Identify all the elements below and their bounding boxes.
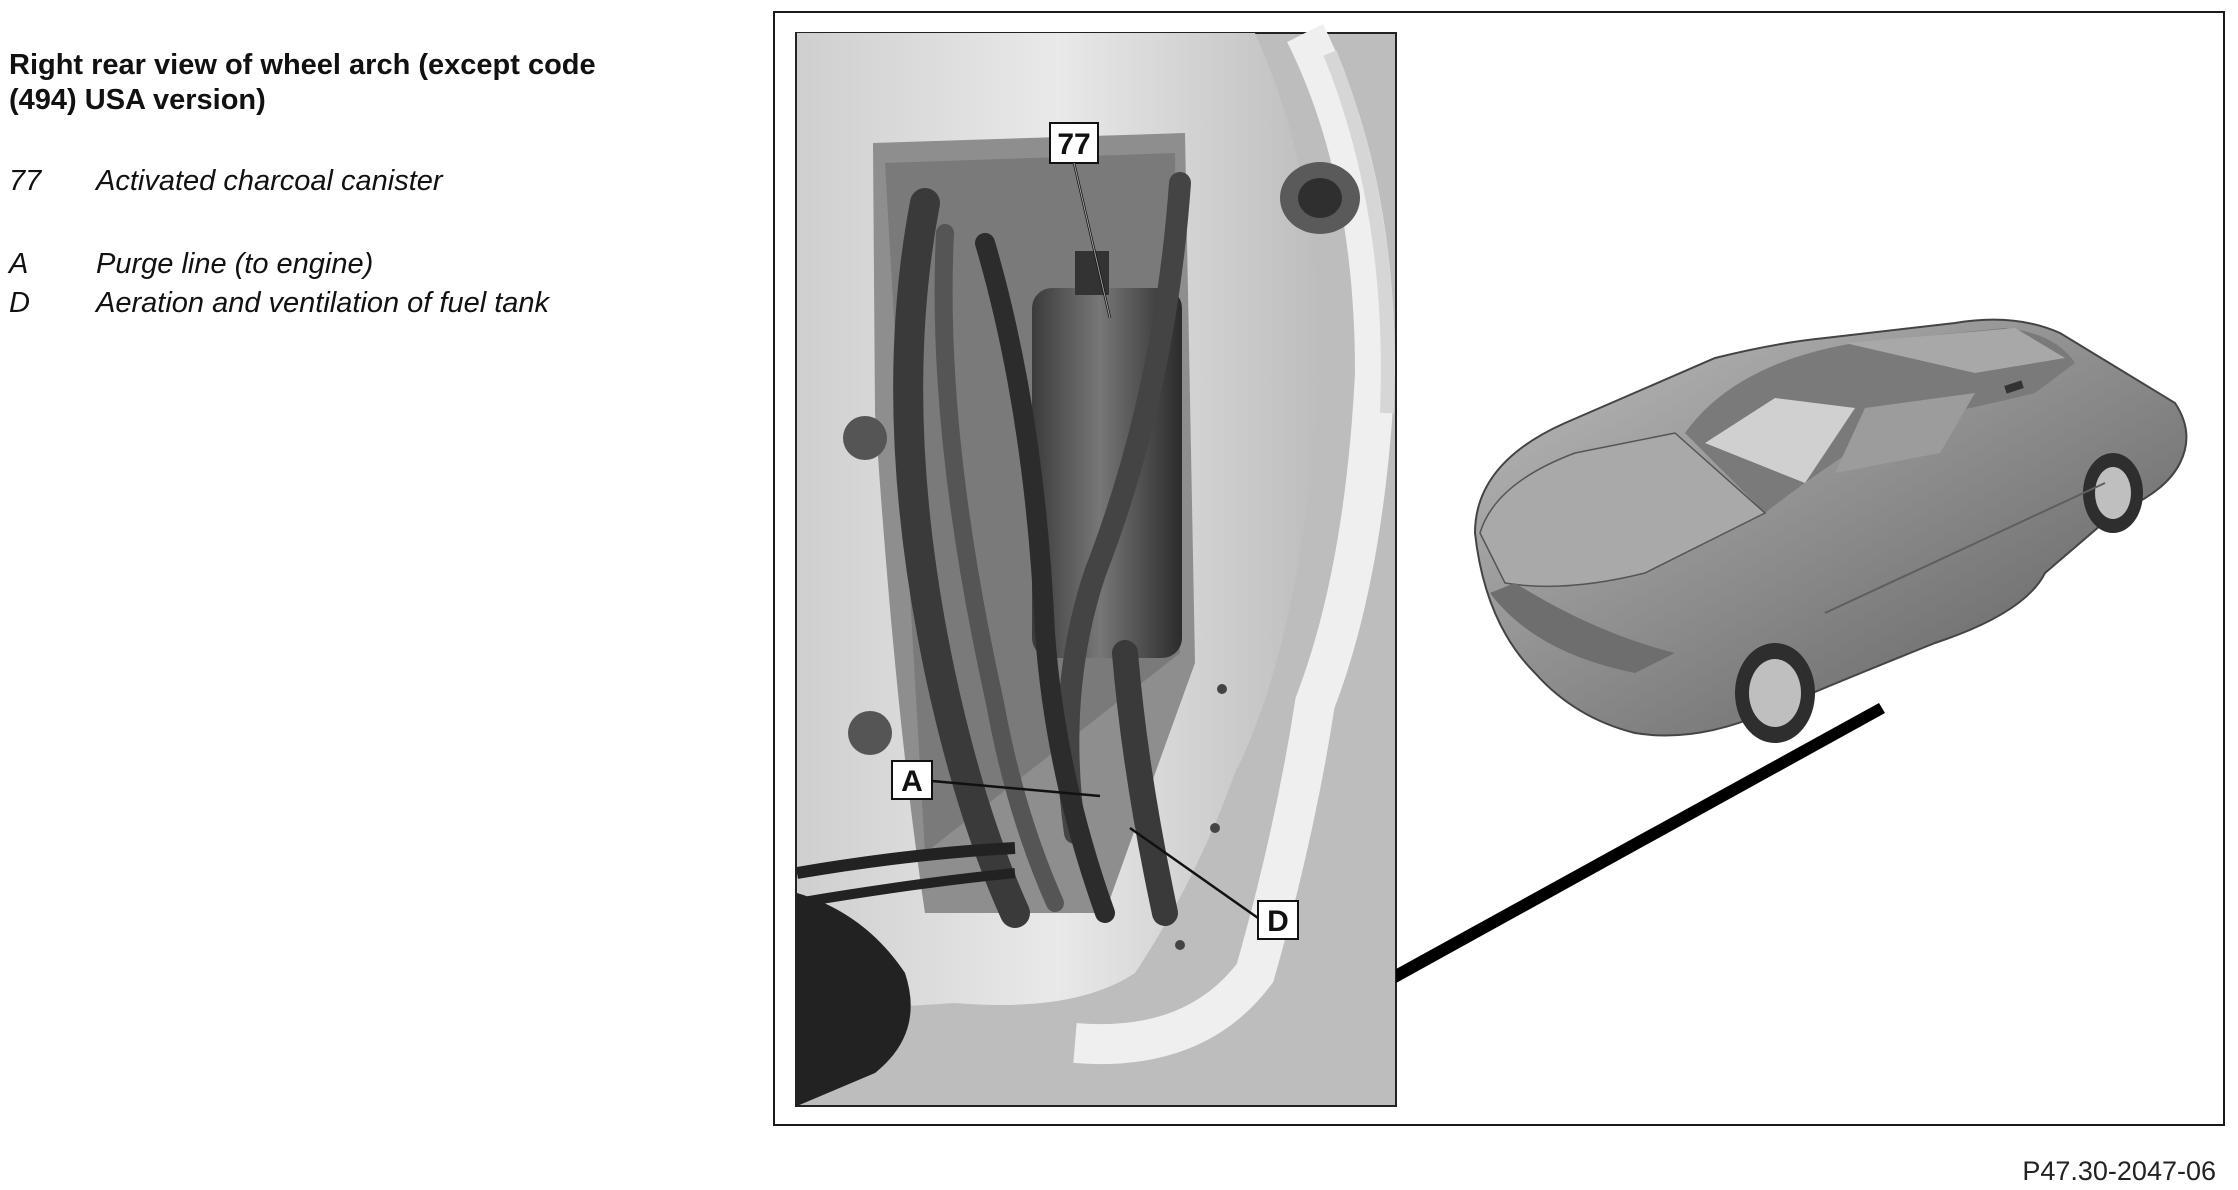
callout-D-label: D	[1267, 905, 1289, 938]
legend-key: A	[9, 248, 29, 280]
pointer-wedge	[1396, 703, 1885, 983]
figure-frame: 77 A D	[773, 11, 2225, 1126]
callout-A: A	[891, 760, 1101, 800]
figure-code: P47.30-2047-06	[2022, 1156, 2216, 1186]
page-title: Right rear view of wheel arch (except co…	[9, 49, 596, 116]
wheel-arch-photo	[795, 24, 1397, 1107]
callout-77: 77	[1049, 122, 1112, 319]
callout-A-label: A	[901, 765, 923, 798]
legend-key: 77	[9, 165, 42, 197]
legend-key: D	[9, 287, 30, 319]
callout-D: D	[1129, 826, 1299, 940]
legend-text: Activated charcoal canister	[96, 165, 443, 197]
car-illustration	[1473, 318, 2188, 743]
callout-77-label: 77	[1057, 128, 1090, 161]
legend-text: Purge line (to engine)	[96, 248, 374, 280]
legend-text: Aeration and ventilation of fuel tank	[96, 287, 550, 319]
figure-illustration: 77 A D	[795, 24, 2188, 1107]
